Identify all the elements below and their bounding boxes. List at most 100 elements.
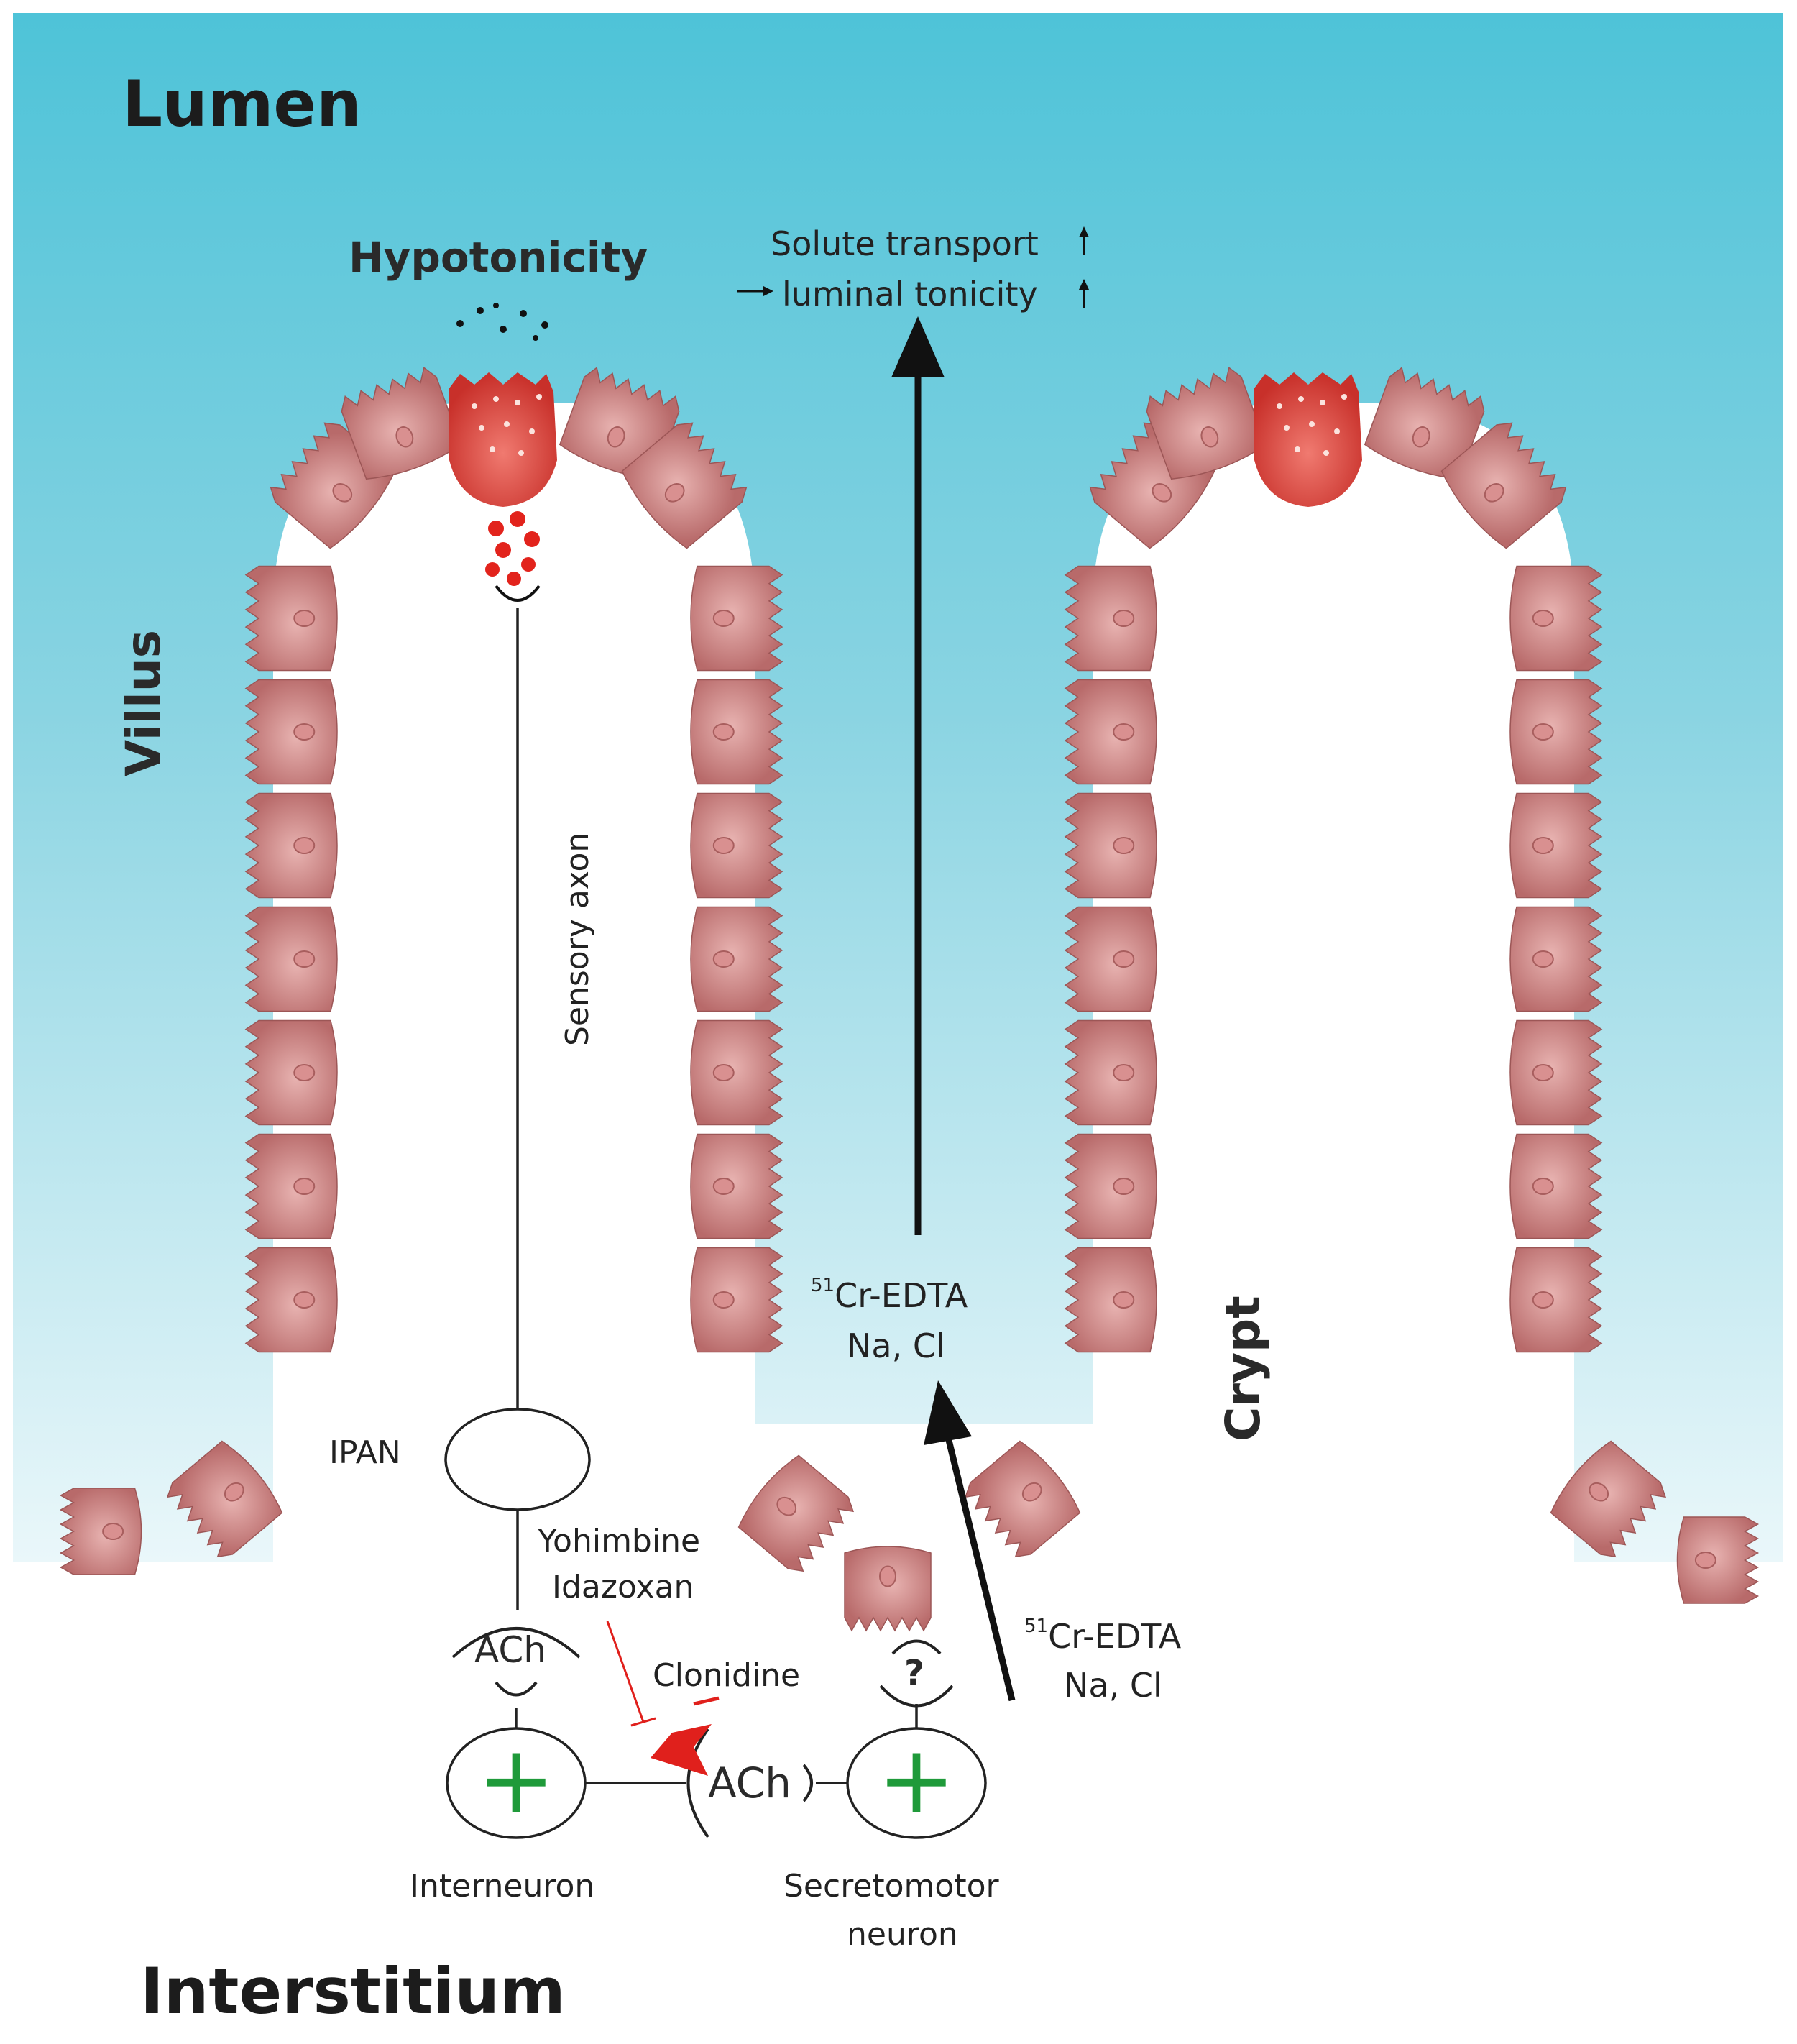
villus-label: Villus xyxy=(116,630,171,776)
unknown-receptor-terminal xyxy=(879,1685,954,1708)
ach-terminal-top xyxy=(495,1681,538,1697)
epithelial-cell xyxy=(1064,1247,1157,1353)
epithelial-cell xyxy=(244,1247,338,1353)
alpha2-receptor xyxy=(651,1724,712,1776)
goblet-granule xyxy=(1341,394,1347,400)
epithelial-cells xyxy=(59,367,1760,1632)
clonidine-label: Clonidine xyxy=(653,1657,800,1694)
epithelial-cell xyxy=(341,367,462,480)
unknown-receptor-cup xyxy=(891,1639,942,1655)
goblet-cell-left xyxy=(449,372,557,507)
goblet-granule xyxy=(1277,403,1282,409)
goblet-granule xyxy=(1334,428,1340,434)
hypotonicity-particles xyxy=(456,303,548,341)
epithelial-cell xyxy=(690,679,783,785)
secretion-arrow-lower xyxy=(944,1433,1016,1702)
epithelial-cell xyxy=(1550,1440,1667,1558)
epithelial-cell xyxy=(690,565,783,672)
lumen-label: Lumen xyxy=(122,67,362,141)
epithelial-cell xyxy=(244,1019,338,1126)
plus-interneuron: + xyxy=(477,1725,556,1834)
goblet-granule xyxy=(479,425,484,431)
sensory-axon-label: Sensory axon xyxy=(559,833,596,1046)
interneuron-label: Interneuron xyxy=(410,1868,594,1905)
goblet-granule xyxy=(1298,396,1304,402)
unknown-receptor-label: ? xyxy=(904,1653,924,1693)
goblet-granule xyxy=(515,400,520,405)
ach-synapse-receptor xyxy=(686,1728,709,1838)
epithelial-cell xyxy=(1509,1019,1603,1126)
goblet-granule xyxy=(504,421,510,427)
goblet-granules xyxy=(472,394,1347,456)
epithelial-cell xyxy=(1509,792,1603,899)
goblet-granule xyxy=(536,394,542,400)
idazoxan-label: Idazoxan xyxy=(552,1569,694,1605)
epithelial-cell xyxy=(1064,906,1157,1012)
ach-top-label: ACh xyxy=(474,1629,546,1671)
epithelial-cell xyxy=(690,792,783,899)
goblet-granule xyxy=(493,396,499,402)
secretion-arrow-main-head xyxy=(891,316,945,377)
sensory-axon-receptor-cup xyxy=(495,585,541,602)
epithelial-cell xyxy=(244,906,338,1012)
crypt-label: Crypt xyxy=(1215,1296,1271,1442)
epithelial-cell xyxy=(244,1133,338,1239)
epithelial-cell xyxy=(244,792,338,899)
goblet-granule xyxy=(1323,450,1329,456)
goblet-granule xyxy=(1295,446,1300,452)
villus-core xyxy=(273,403,755,1567)
epithelial-cell xyxy=(690,1019,783,1126)
epithelial-cell xyxy=(690,1247,783,1353)
goblet-granule xyxy=(1284,425,1290,431)
epithelial-cell xyxy=(1509,679,1603,785)
hypotonicity-label: Hypotonicity xyxy=(349,233,648,282)
secretomotor-label-line2: neuron xyxy=(847,1916,958,1953)
cr-edta-upper: 51Cr-EDTA xyxy=(811,1275,968,1315)
secretomotor-label-line1: Secretomotor xyxy=(783,1868,1000,1905)
epithelial-cell xyxy=(1064,792,1157,899)
na-cl-lower: Na, Cl xyxy=(1064,1666,1162,1705)
epithelial-cell xyxy=(1509,1133,1603,1239)
epithelial-cell xyxy=(1064,1019,1157,1126)
goblet-granule xyxy=(529,428,535,434)
released-mediator-granules xyxy=(485,511,540,586)
ach-synapse-terminal xyxy=(802,1764,813,1802)
na-cl-upper: Na, Cl xyxy=(847,1326,945,1365)
solute-transport-label: Solute transport xyxy=(771,224,1039,263)
epithelial-cell xyxy=(690,906,783,1012)
yohimbine-label: Yohimbine xyxy=(537,1523,700,1559)
ach-receptor-top xyxy=(451,1627,581,1659)
epithelial-cell xyxy=(737,1454,855,1572)
goblet-granule xyxy=(472,403,477,409)
epithelial-cell xyxy=(1364,367,1485,480)
ipan-label: IPAN xyxy=(329,1434,401,1471)
epithelial-cell xyxy=(1509,906,1603,1012)
secretion-arrow-lower-head xyxy=(924,1380,972,1445)
epithelial-cell xyxy=(1064,565,1157,672)
epithelial-cell xyxy=(1676,1516,1760,1604)
epithelial-cell xyxy=(59,1488,142,1575)
epithelial-cell xyxy=(1064,679,1157,785)
epithelial-cell xyxy=(1509,565,1603,672)
epithelial-cell xyxy=(1064,1133,1157,1239)
cr-edta-lower: 51Cr-EDTA xyxy=(1024,1616,1182,1656)
epithelial-cell xyxy=(844,1546,932,1632)
goblet-cell-right xyxy=(1254,372,1362,507)
goblet-granule xyxy=(1320,400,1325,405)
ach-synapse-label: ACh xyxy=(708,1759,791,1807)
epithelial-cell xyxy=(621,422,748,549)
epithelial-cell xyxy=(1509,1247,1603,1353)
goblet-granule xyxy=(518,450,524,456)
epithelial-cell xyxy=(1146,367,1267,480)
villus-core-right xyxy=(1093,403,1574,1567)
ipan-neuron xyxy=(444,1408,591,1511)
epithelial-cell xyxy=(244,679,338,785)
clonidine-mark xyxy=(693,1696,720,1706)
goblet-granule xyxy=(490,446,495,452)
yohimbine-inhibition-line xyxy=(606,1621,645,1723)
goblet-granule xyxy=(1309,421,1315,427)
epithelial-cell xyxy=(964,1440,1081,1558)
epithelial-cell xyxy=(1440,422,1567,549)
luminal-tonicity-label: luminal tonicity xyxy=(782,275,1038,313)
